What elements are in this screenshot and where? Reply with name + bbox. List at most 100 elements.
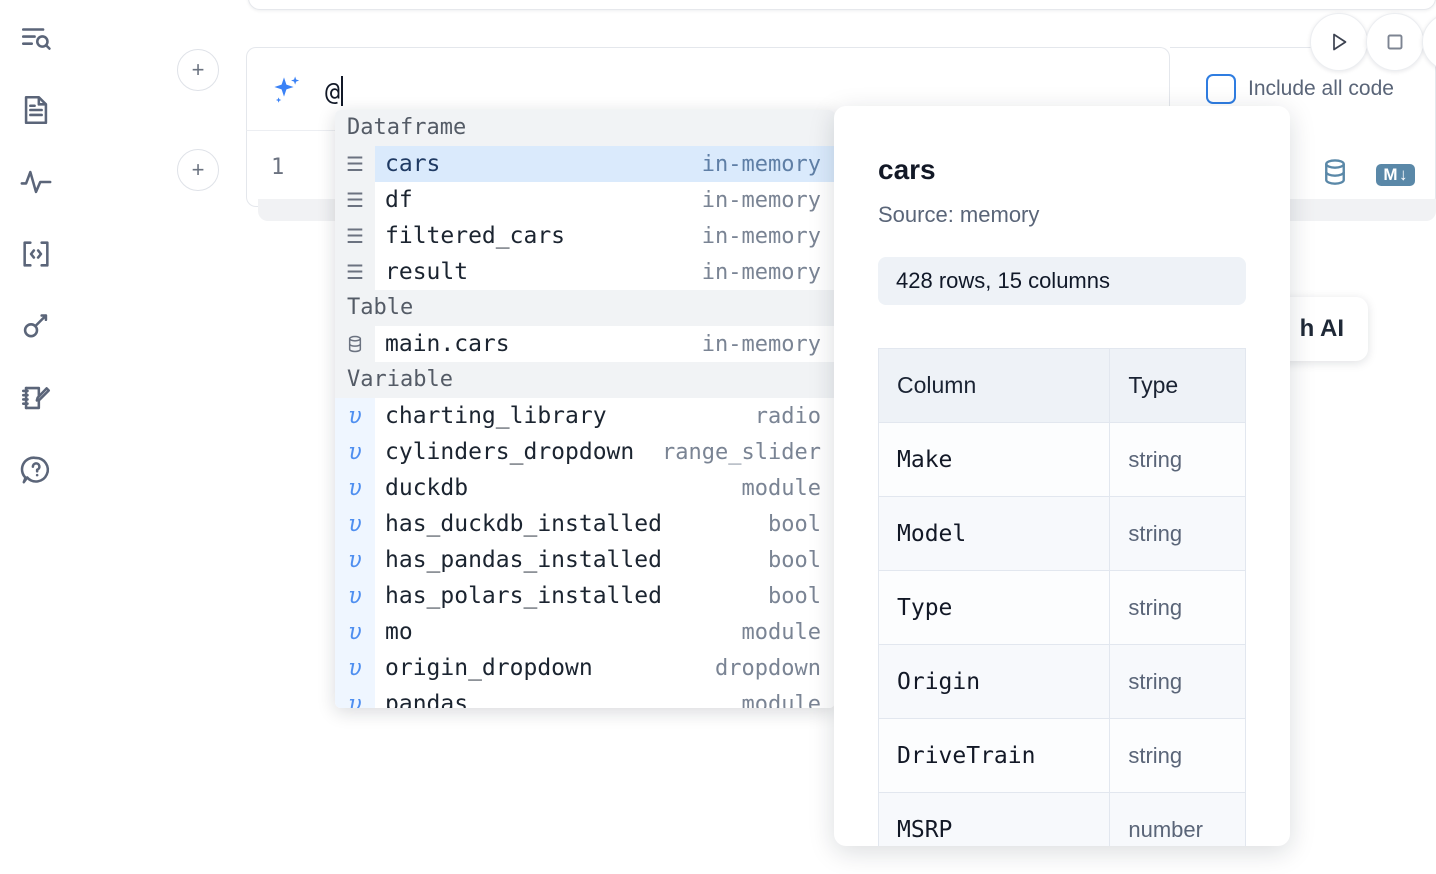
autocomplete-item-type: module <box>741 691 821 709</box>
autocomplete-item-type: in-memory <box>701 331 821 357</box>
autocomplete-item[interactable]: main.cars in-memory <box>335 326 835 362</box>
variable-icon: υ <box>335 398 375 434</box>
autocomplete-item-name: filtered_cars <box>385 223 566 249</box>
autocomplete-group-header: Dataframe <box>335 110 835 146</box>
previous-cell-edge <box>248 0 1436 10</box>
sidebar-rail <box>0 0 72 874</box>
schema-column-type: string <box>1109 422 1246 497</box>
markdown-badge-letter: M <box>1383 164 1398 184</box>
include-all-code-toggle[interactable]: Include all code <box>1206 74 1394 104</box>
schema-column-name: DriveTrain <box>877 718 1111 793</box>
activity-pulse-icon[interactable] <box>12 158 60 206</box>
ai-prompt-input[interactable]: @ <box>325 70 344 112</box>
autocomplete-item-name: charting_library <box>385 403 607 429</box>
autocomplete-item-type: module <box>741 475 821 501</box>
schema-column-type: number <box>1109 792 1246 846</box>
markdown-badge-arrow: ↓ <box>1399 164 1408 184</box>
explore-search-icon[interactable] <box>12 14 60 62</box>
schema-column-type: string <box>1109 570 1246 645</box>
text-caret <box>341 76 344 106</box>
dataframe-rows-icon: ☰ <box>335 146 375 182</box>
autocomplete-item-name: has_duckdb_installed <box>385 511 662 537</box>
add-cell-button-above[interactable]: + <box>177 49 219 91</box>
autocomplete-item-name: cars <box>385 151 441 177</box>
autocomplete-item-type: radio <box>754 403 821 429</box>
autocomplete-item[interactable]: υ charting_library radio <box>335 398 835 434</box>
markdown-icon[interactable]: M↓ <box>1376 163 1415 186</box>
variable-icon: υ <box>335 470 375 506</box>
autocomplete-item-type: module <box>741 619 821 645</box>
autocomplete-item[interactable]: ☰ result in-memory <box>335 254 835 290</box>
column-header-type: Type <box>1109 348 1246 423</box>
autocomplete-item-type: in-memory <box>701 223 821 249</box>
add-cell-button-below[interactable]: + <box>177 149 219 191</box>
autocomplete-item-name: has_polars_installed <box>385 583 662 609</box>
variable-icon: υ <box>335 506 375 542</box>
dataframe-rows-icon: ☰ <box>335 254 375 290</box>
autocomplete-item-name: result <box>385 259 469 285</box>
database-table-icon <box>335 326 375 362</box>
autocomplete-item-type: in-memory <box>701 151 821 177</box>
autocomplete-item[interactable]: υ has_polars_installed bool <box>335 578 835 614</box>
variable-icon: υ <box>335 614 375 650</box>
column-header-column: Column <box>877 348 1111 423</box>
cell-toolbar: M↓ <box>1320 157 1415 192</box>
line-number: 1 <box>271 155 285 180</box>
schema-column-name: MSRP <box>877 792 1111 846</box>
autocomplete-item-name: has_pandas_installed <box>385 547 662 573</box>
schema-column-name: Origin <box>877 644 1111 719</box>
autocomplete-item-type: in-memory <box>701 187 821 213</box>
autocomplete-item[interactable]: ☰ cars in-memory <box>335 146 835 182</box>
database-icon[interactable] <box>1320 157 1350 192</box>
stop-cell-button[interactable] <box>1366 13 1424 71</box>
variable-icon: υ <box>335 434 375 470</box>
scratchpad-edit-icon[interactable] <box>12 374 60 422</box>
autocomplete-group-header: Variable <box>335 362 835 398</box>
autocomplete-item-type: bool <box>768 511 821 537</box>
autocomplete-item-name: cylinders_dropdown <box>385 439 635 465</box>
autocomplete-item-name: mo <box>385 619 413 645</box>
autocomplete-item[interactable]: υ has_duckdb_installed bool <box>335 506 835 542</box>
autocomplete-item-name: pandas <box>385 691 469 708</box>
variable-icon: υ <box>335 650 375 686</box>
preview-source: Source: memory <box>878 202 1040 227</box>
document-icon[interactable] <box>12 86 60 134</box>
autocomplete-item-name: main.cars <box>385 331 510 357</box>
autocomplete-item-type: in-memory <box>701 259 821 285</box>
ai-prompt-value: @ <box>325 76 341 106</box>
preview-title: cars <box>878 154 936 185</box>
chat-with-ai-label: h AI <box>1299 315 1344 342</box>
schema-column-name: Make <box>877 422 1111 497</box>
code-snippet-icon[interactable] <box>12 230 60 278</box>
variable-icon: υ <box>335 542 375 578</box>
include-all-code-checkbox[interactable] <box>1206 74 1236 104</box>
help-chat-icon[interactable] <box>12 446 60 494</box>
variable-icon: υ <box>335 578 375 614</box>
run-cell-button[interactable] <box>1310 13 1368 71</box>
variable-icon: υ <box>335 686 375 708</box>
autocomplete-item-name: duckdb <box>385 475 469 501</box>
autocomplete-item-type: bool <box>768 583 821 609</box>
table-header-row: Column Type <box>877 348 1246 423</box>
schema-column-type: string <box>1109 496 1246 571</box>
schema-column-type: string <box>1109 644 1246 719</box>
dataframe-preview-panel: cars Source: memory 428 rows, 15 columns… <box>834 106 1290 846</box>
key-icon[interactable] <box>12 302 60 350</box>
schema-column-name: Model <box>877 496 1111 571</box>
autocomplete-item-type: dropdown <box>715 655 821 681</box>
